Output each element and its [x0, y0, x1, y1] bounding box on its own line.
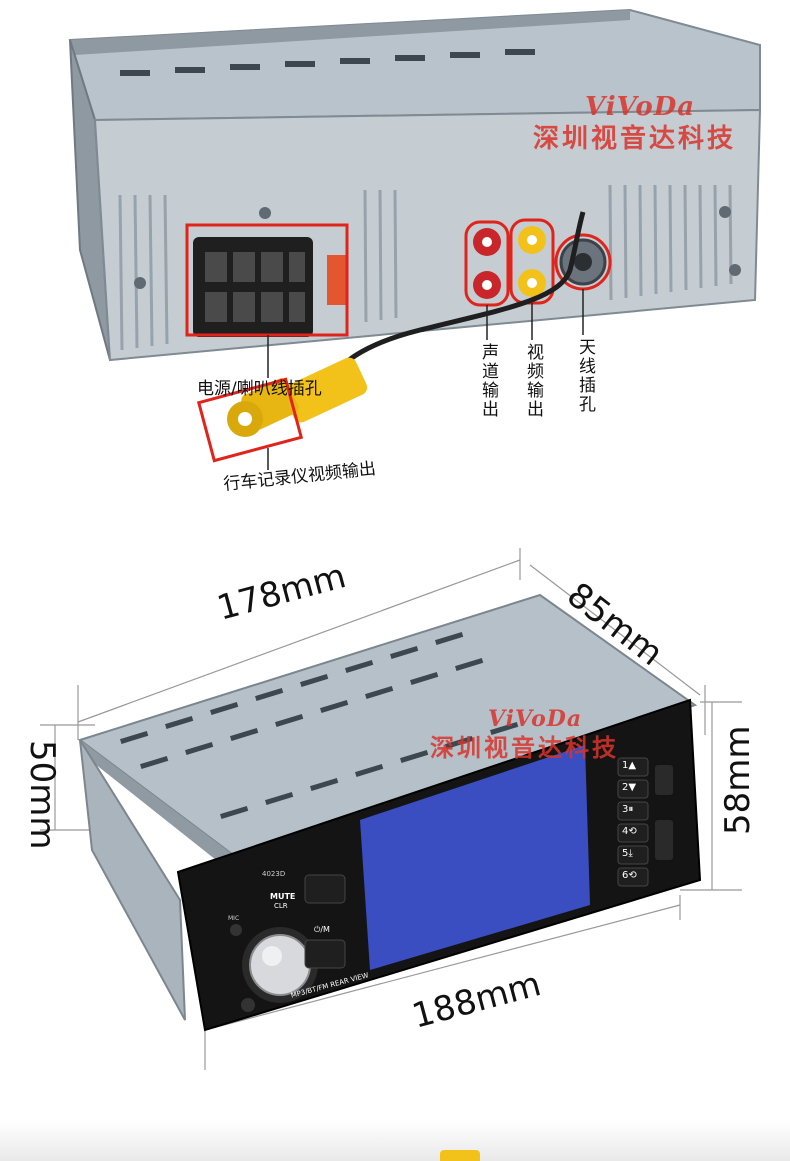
case-top-vents: [120, 631, 519, 819]
case-heat-fins: [118, 184, 733, 351]
iso-connector-pins: [205, 252, 305, 322]
volume-knob: [249, 934, 311, 996]
label-video-out: 视频输出: [523, 343, 543, 419]
label-antenna-socket: 天线插孔: [575, 338, 595, 414]
next-section-preview: [0, 1120, 790, 1161]
clr-label: CLR: [274, 902, 288, 910]
model-label: 4023D: [262, 870, 286, 878]
recorder-out-highlight: [196, 377, 304, 463]
sd-slot: [655, 820, 673, 860]
cable-preview: [440, 1150, 480, 1161]
dimension-view-section: 4023D MUTE CLR MIC ⏻/M MP3/BT/FM REAR VI…: [0, 520, 790, 1120]
watermark-company-2: 深圳视音达科技: [430, 733, 619, 762]
next-track-button: [304, 939, 346, 969]
watermark-brand-2: ViVoDa: [488, 706, 583, 732]
case-top-lip: [80, 740, 240, 875]
right-button-column: [617, 757, 649, 887]
case-left-side: [79, 739, 186, 1021]
rear-view-illustration: [68, 8, 762, 470]
fuse: [327, 255, 347, 305]
preset-button-3: 3⏸: [622, 804, 634, 815]
video-cable: [327, 211, 586, 382]
preset-button-1: 1▲: [622, 760, 637, 771]
preset-button-6: 6⟲: [622, 870, 637, 881]
power-connector-highlight: [185, 223, 349, 337]
leader-lines: [267, 289, 584, 470]
dimension-illustration: [40, 548, 742, 1070]
mode-button-label: ⏻/M: [314, 925, 330, 934]
dimension-height-case: 50mm: [22, 740, 62, 850]
usb-port: [655, 765, 673, 795]
case-top: [77, 593, 698, 862]
watermark-company: 深圳视音达科技: [533, 124, 737, 154]
dimension-height-panel: 58mm: [718, 725, 758, 835]
aux-jack: [241, 998, 255, 1012]
rear-view-section: ViVoDa 深圳视音达科技 电源/喇叭线插孔 行车记录仪视频输出 声道输出 视…: [0, 0, 790, 520]
label-audio-out: 声道输出: [478, 343, 498, 419]
case-top-edge: [70, 10, 630, 55]
mic-hole: [230, 924, 242, 936]
preset-button-5: 5⤓: [622, 848, 633, 859]
mic-label: MIC: [228, 915, 240, 922]
prev-track-button: [304, 874, 346, 904]
watermark-brand: ViVoDa: [585, 92, 696, 122]
case-screws: [134, 206, 741, 289]
yellow-rca-plug: [227, 357, 368, 437]
mute-label: MUTE: [270, 892, 296, 901]
preset-button-2: 2▼: [622, 782, 637, 793]
dimension-lines: [40, 548, 742, 1070]
display-screen: [360, 745, 590, 970]
label-power-speaker-socket: 电源/喇叭线插孔: [197, 379, 322, 399]
preset-button-4: 4⟲: [622, 826, 637, 837]
